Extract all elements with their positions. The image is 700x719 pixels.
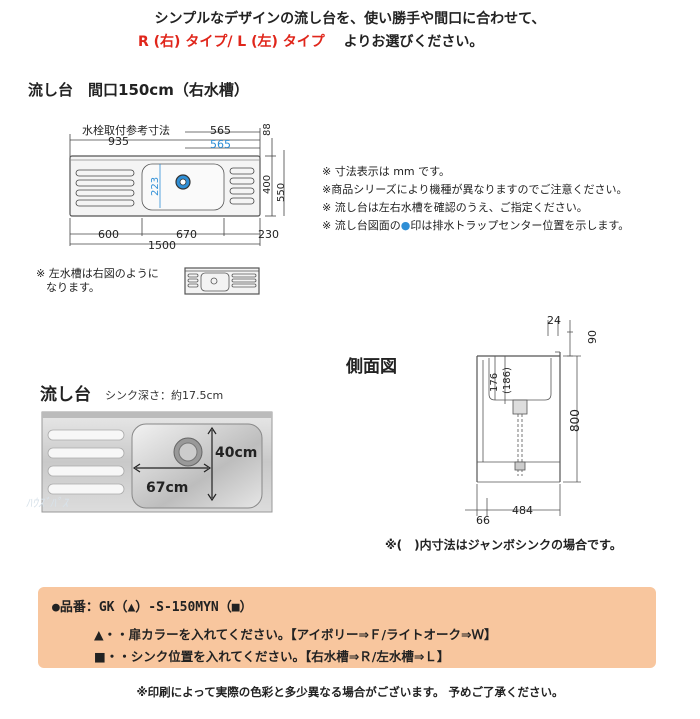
dim-24: 24 [547,314,561,327]
dim-1500: 1500 [148,239,176,252]
left-sink-note-1: ※ 左水槽は右図のように [36,267,159,280]
dim-186: (186) [502,367,513,394]
dim-484: 484 [512,504,533,517]
type-options: R (右) タイプ/ L (左) タイプ [138,34,325,50]
note-left-right: ※ 流し台は左右水槽を確認のうえ、ご指定ください。 [322,201,588,214]
dim-66: 66 [476,514,490,527]
plan-title: 流し台 間口150cm（右水槽） [28,81,249,99]
note-series: ※商品シリーズにより機種が異なりますのでご注意ください。 [322,183,628,196]
product-code: ●品番：GK（▲）-S-150MYN（■） [52,600,253,615]
dim-400: 400 [262,174,273,194]
left-sink-mini-drawing [184,267,260,295]
left-sink-note-2: なります。 [46,281,100,294]
plan-drawing [69,128,285,246]
sink-depth: シンク深さ：約17.5cm [105,389,224,402]
watermark: ﾊｳｽﾞﾊﾟｽ [26,496,69,510]
sink-photo [41,411,273,513]
product-code-box [38,587,656,668]
side-view-drawing [465,320,581,516]
dim-176: 176 [489,372,500,392]
dim-600: 600 [98,228,119,241]
sink-height-label: 40cm [215,445,258,461]
dim-88: 88 [262,123,273,136]
dim-230: 230 [258,228,279,241]
header-line-1: シンプルなデザインの流し台を、使い勝手や間口に合わせて、 [154,11,546,27]
dim-550: 550 [276,182,287,202]
dim-223: 223 [150,176,161,196]
dim-565-faucet: 565 [210,138,231,151]
sink-photo-title: 流し台 [40,385,91,405]
sink-position-instruction: ■・・シンク位置を入れてください。【右水槽⇒Ｒ/左水槽⇒Ｌ】 [94,649,450,664]
faucet-reference-label: 水栓取付参考寸法 [82,124,170,137]
note-drain-mark: ※ 流し台図面の●印は排水トラップセンター位置を示します。 [322,217,629,233]
dim-90: 90 [586,330,599,344]
dim-565: 565 [210,124,231,137]
header-line-2: R (右) タイプ/ L (左) タイプ よりお選びください。 [138,31,483,51]
door-color-instruction: ▲・・扉カラーを入れてください。【アイボリー⇒Ｆ/ライトオーク⇒Ｗ】 [94,627,497,642]
dim-800: 800 [568,409,582,432]
dim-935: 935 [108,135,129,148]
note-mm: ※ 寸法表示は mm です。 [322,165,451,178]
jumbo-sink-note: ※( )内寸法はジャンボシンクの場合です。 [385,538,622,552]
dim-670: 670 [176,228,197,241]
side-view-title: 側面図 [346,357,397,377]
sink-width-label: 67cm [146,480,189,496]
footer-note: ※印刷によって実際の色彩と多少異なる場合がございます。 予めご了承ください。 [136,685,564,699]
type-options-suffix: よりお選びください。 [343,34,484,50]
note-drain-pre: ※ 流し台図面の [322,219,401,232]
blue-dot-icon: ● [400,219,411,232]
note-drain-post: 印は排水トラップセンター位置を示します。 [410,219,630,232]
